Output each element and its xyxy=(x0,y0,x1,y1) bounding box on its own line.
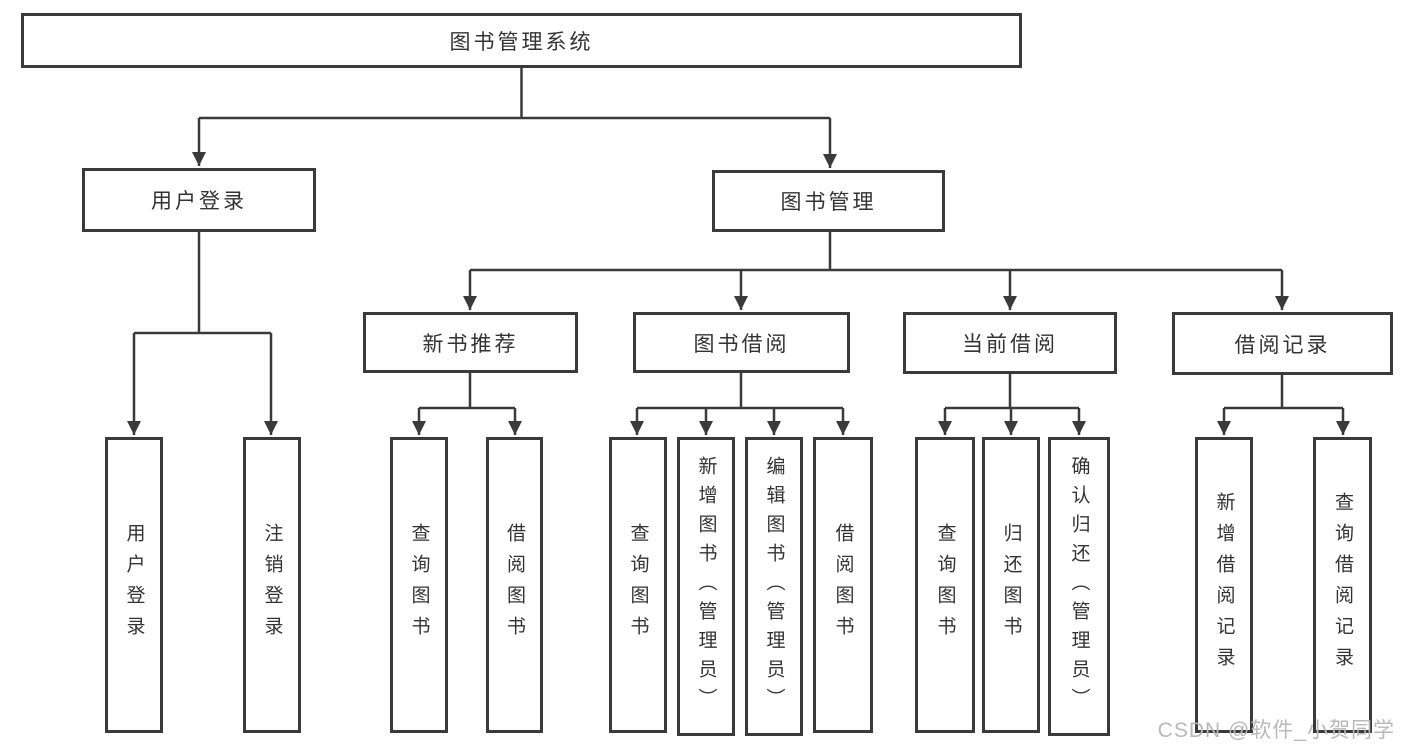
node-new-book-recommend: 新书推荐 xyxy=(363,312,578,373)
leaf-query-borrow-record: 查询借阅记录 xyxy=(1313,437,1372,733)
leaf-confirm-return-admin: 确认归还（管理员） xyxy=(1048,437,1110,736)
leaf-borrow-books-recommend: 借阅图书 xyxy=(486,437,543,733)
leaf-return-book: 归还图书 xyxy=(982,437,1040,733)
leaf-logout: 注销登录 xyxy=(243,437,301,733)
leaf-query-books-current: 查询图书 xyxy=(915,437,975,733)
leaf-edit-book-admin: 编辑图书（管理员） xyxy=(745,437,803,736)
csdn-watermark: CSDN @软件_小贺同学 xyxy=(1157,719,1395,742)
node-book-management-module: 图书管理 xyxy=(712,170,945,232)
leaf-add-book-admin: 新增图书（管理员） xyxy=(677,437,735,736)
node-current-borrowing: 当前借阅 xyxy=(903,312,1117,374)
leaf-query-books-recommend: 查询图书 xyxy=(390,437,448,733)
node-user-login-module: 用户登录 xyxy=(82,168,316,232)
leaf-add-borrow-record: 新增借阅记录 xyxy=(1195,437,1253,733)
leaf-query-books-borrowing: 查询图书 xyxy=(609,437,667,733)
node-root-system: 图书管理系统 xyxy=(21,13,1022,68)
leaf-user-login: 用户登录 xyxy=(105,437,163,733)
node-borrowing-records: 借阅记录 xyxy=(1172,312,1393,375)
leaf-borrow-books-borrowing: 借阅图书 xyxy=(813,437,873,733)
node-book-borrowing: 图书借阅 xyxy=(633,312,850,373)
